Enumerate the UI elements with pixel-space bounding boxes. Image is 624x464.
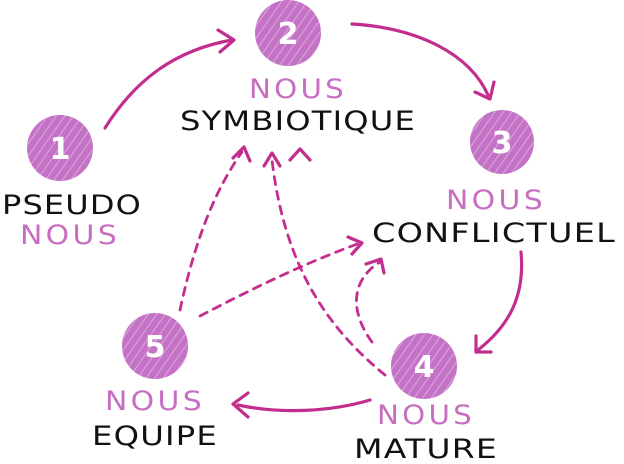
node-3: 3 (470, 110, 534, 174)
node-3-label-bottom: CONFLICTUEL (372, 218, 616, 249)
arrow-4-to-5 (231, 391, 372, 419)
dashed-arrow-4-to-2 (262, 151, 387, 377)
node-4-label-top: NOUS (377, 400, 475, 431)
node-2-number: 2 (278, 17, 299, 52)
node-2-label-top: NOUS (249, 74, 347, 105)
node-5-label-bottom: EQUIPE (92, 421, 218, 452)
node-1-number: 1 (50, 132, 71, 167)
node-2-hatch (255, 0, 321, 66)
arrow-1-to-2 (103, 28, 236, 130)
arrow-3-to-4 (474, 250, 524, 354)
dashed-arrow-head-to-2 (288, 147, 312, 162)
node-4: 4 (391, 333, 457, 399)
arrow-2-to-3 (350, 22, 496, 101)
node-3-hatch (470, 110, 534, 174)
node-4-number: 4 (414, 350, 435, 385)
node-5: 5 (122, 313, 188, 379)
node-1-hatch (27, 115, 93, 181)
node-3-label-top: NOUS (446, 185, 546, 216)
dashed-arrow-4-to-3 (355, 257, 386, 344)
dashed-arrow-5-to-3 (198, 235, 364, 318)
node-3-number: 3 (492, 126, 513, 161)
node-4-label-bottom: MATURE (354, 434, 498, 464)
node-1-label-bottom: NOUS (20, 220, 120, 251)
node-2-label-bottom: SYMBIOTIQUE (180, 106, 416, 137)
node-1-label-top: PSEUDO (2, 190, 142, 221)
node-4-hatch (391, 333, 457, 399)
node-1: 1 (27, 115, 93, 181)
dashed-arrow-5-to-2 (178, 145, 252, 312)
node-5-hatch (122, 313, 188, 379)
node-5-label-top: NOUS (105, 386, 205, 417)
node-2: 2 (255, 0, 321, 66)
node-5-number: 5 (145, 330, 166, 365)
